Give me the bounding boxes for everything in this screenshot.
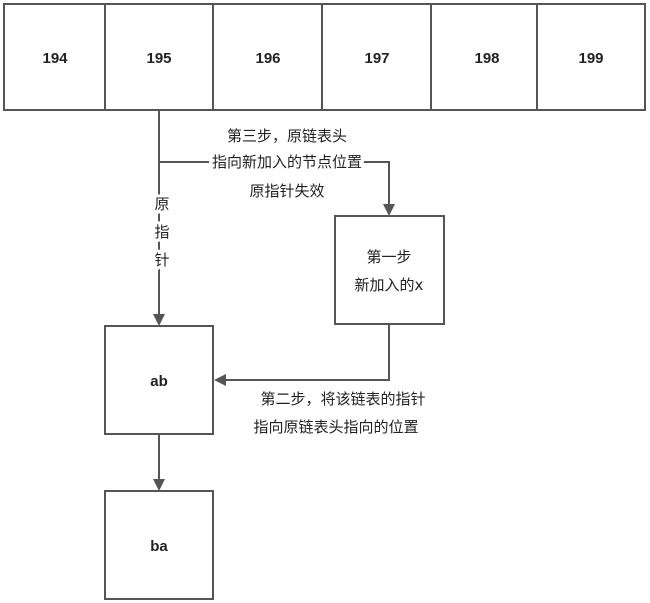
node-ba-box (104, 490, 214, 600)
array-cell-196 (212, 3, 323, 111)
step1-label-line1: 第一步 (366, 248, 411, 266)
original-pointer-label-char3: 针 (154, 251, 169, 269)
step3-label-line1: 第三步，原链表头 (227, 127, 347, 145)
step2-pointer-arrowhead (214, 374, 226, 386)
original-pointer-label-char1: 原 (154, 195, 169, 213)
original-pointer-arrowhead (153, 314, 165, 326)
step3-label-line2: 指向新加入的节点位置 (212, 153, 362, 171)
new-node-box (334, 215, 445, 325)
array-cell-label: 197 (364, 50, 389, 67)
step2-label-line2: 指向原链表头指向的位置 (253, 418, 418, 436)
step1-label-line2: 新加入的x (355, 276, 424, 294)
step3-label-line3: 原指针失效 (249, 182, 324, 200)
array-cell-195 (104, 3, 214, 111)
node-ab-box (104, 325, 214, 435)
array-cell-199 (536, 3, 646, 111)
original-pointer-label-char2: 指 (154, 223, 169, 241)
array-cell-198 (430, 3, 538, 111)
array-cell-label: 194 (42, 50, 68, 67)
node-ab-label: ab (150, 373, 168, 390)
array-cell-label: 199 (578, 50, 603, 67)
node-ba-label: ba (150, 538, 168, 555)
step2-pointer-line (226, 324, 390, 381)
array-cell-194 (3, 3, 106, 111)
step2-label-line1: 第二步，将该链表的指针 (260, 390, 425, 408)
step3-pointer-line (159, 161, 390, 204)
array-cell-label: 198 (474, 50, 499, 67)
array-cell-label: 195 (146, 50, 171, 67)
step3-pointer-arrowhead (383, 204, 395, 216)
array-row: 194 195 196 197 198 199 (3, 3, 646, 111)
ab-to-ba-arrowhead (153, 479, 165, 491)
array-cell-label: 196 (255, 50, 280, 67)
